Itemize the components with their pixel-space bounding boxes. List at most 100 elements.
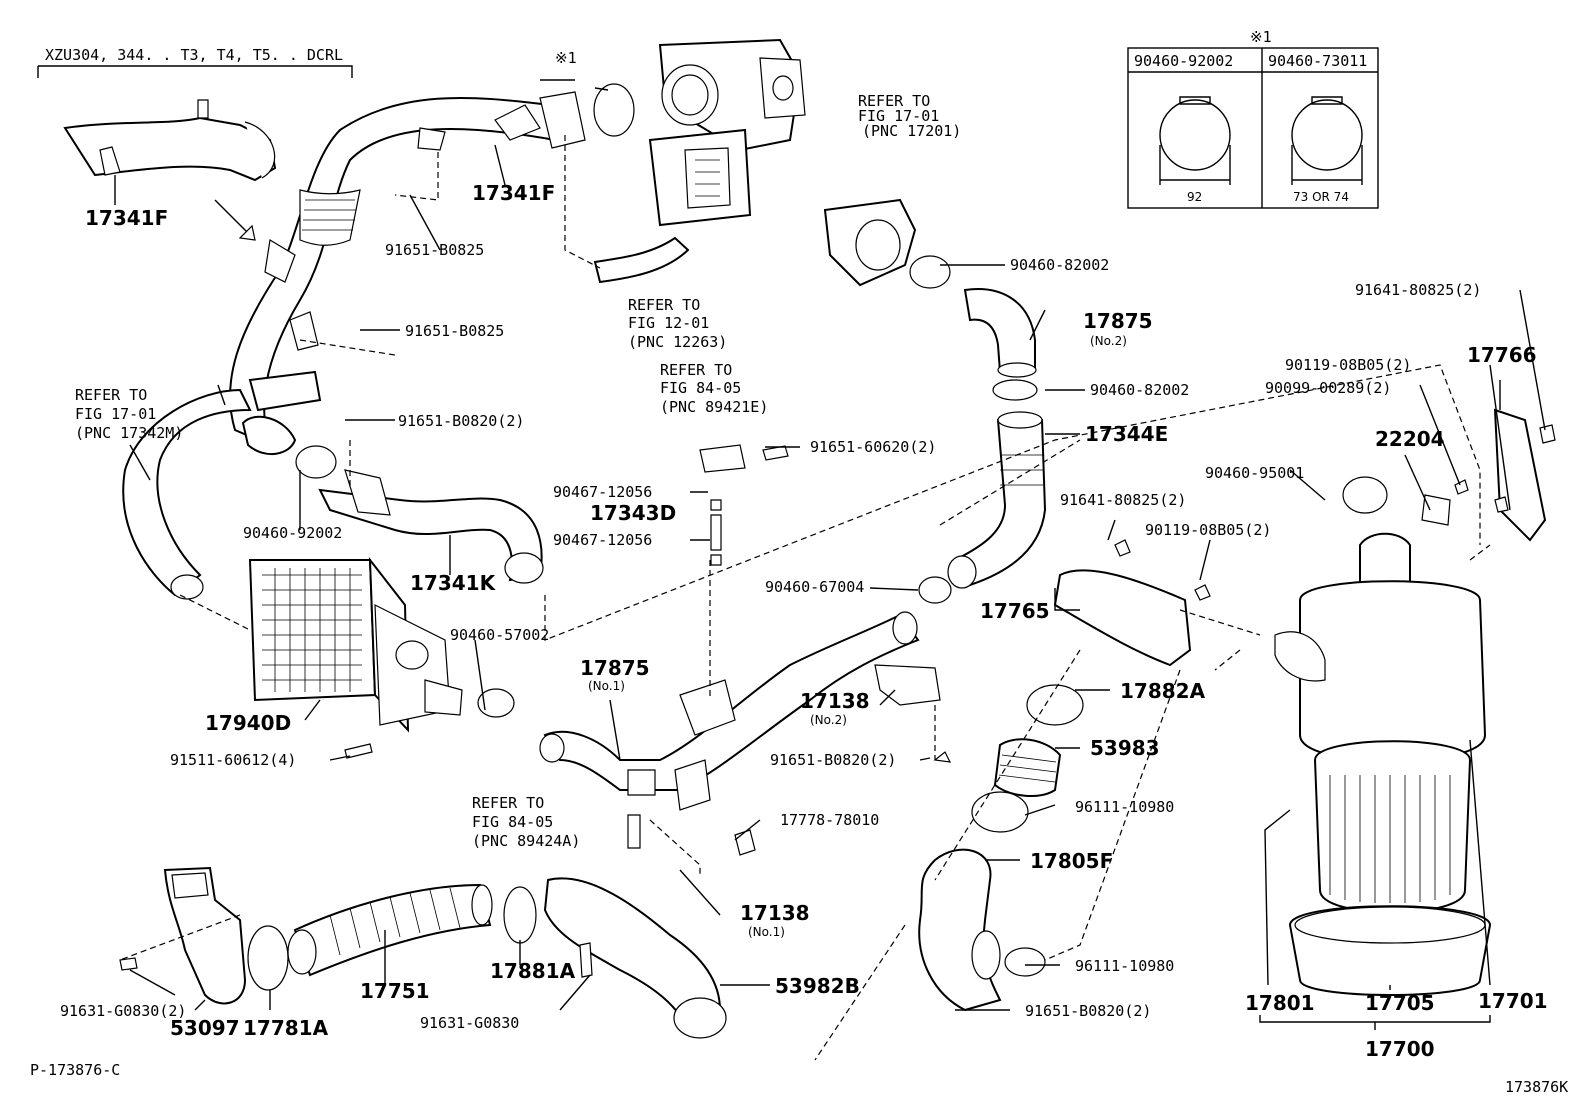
clamp-table-marker: ※1	[1250, 28, 1272, 46]
refer-89424a-line1: REFER TO	[472, 794, 544, 812]
pipe-bracket	[99, 146, 121, 176]
intercooler-17940d	[248, 556, 463, 733]
label-90460-95001: 90460-95001	[1205, 464, 1304, 482]
refer-17201-line1: REFER TO	[858, 92, 930, 110]
label-90460-82002-b: 90460-82002	[1090, 381, 1189, 399]
label-91641-b: 91641-80825(2)	[1060, 491, 1186, 509]
label-17138-no1: 17138	[740, 901, 810, 925]
model-bracket	[37, 65, 353, 78]
label-17781a: 17781A	[243, 1016, 329, 1040]
refer-17342m-line3: (PNC 17342M)	[75, 424, 183, 442]
label-91641-a: 91641-80825(2)	[1355, 281, 1481, 299]
hose-12263	[593, 236, 690, 284]
label-91511: 91511-60612(4)	[170, 751, 296, 769]
refer-12263-line3: (PNC 12263)	[628, 333, 727, 351]
clamp-90460-67004	[918, 576, 952, 604]
label-91651-b0825-b: 91651-B0825	[405, 322, 504, 340]
label-90460-67004: 90460-67004	[765, 578, 864, 596]
air-cleaner-17700	[1274, 532, 1492, 996]
bracket-17766	[1493, 408, 1547, 542]
refer-89421e-line3: (PNC 89421E)	[660, 398, 768, 416]
label-17765: 17765	[980, 599, 1050, 623]
bracket-17765	[1053, 569, 1192, 667]
bracket-17138-no2	[874, 664, 941, 706]
clamp-96111-upper	[971, 791, 1029, 833]
label-17766: 17766	[1467, 343, 1537, 367]
label-90099: 90099-00289(2)	[1265, 379, 1391, 397]
guide-lines	[119, 135, 1491, 1061]
refer-17342m-line2: FIG 17-01	[75, 405, 156, 423]
refer-89424a: REFER TO FIG 84-05 (PNC 89424A)	[472, 794, 580, 850]
hose-53983	[993, 738, 1062, 797]
hose-17751	[293, 883, 492, 977]
clamp-size-1: 92	[1187, 190, 1202, 204]
label-17138-no2: 17138	[800, 689, 870, 713]
intake-pipe-17341f-left	[63, 116, 277, 182]
label-17875-no1: 17875	[580, 656, 650, 680]
label-17875-no2: 17875	[1083, 309, 1153, 333]
label-90467-b: 90467-12056	[553, 531, 652, 549]
label-17341k: 17341K	[410, 571, 497, 595]
label-marker-1: ※1	[555, 49, 577, 67]
label-17805f: 17805F	[1030, 849, 1113, 873]
clamp-17881a	[503, 886, 537, 944]
label-53982b: 53982B	[775, 974, 860, 998]
label-90460-82002-a: 90460-82002	[1010, 256, 1109, 274]
refer-12263: REFER TO FIG 12-01 (PNC 12263)	[628, 296, 727, 351]
label-91651-b0825-a: 91651-B0825	[385, 241, 484, 259]
clamp-90460-92002	[295, 445, 337, 479]
refer-17201-line3: (PNC 17201)	[862, 122, 961, 140]
duct-17805f	[918, 848, 1002, 1012]
label-17138-no2-sub: (No.2)	[810, 713, 847, 727]
clamp-17781a	[247, 925, 289, 991]
refer-12263-line1: REFER TO	[628, 296, 700, 314]
label-96111-a: 96111-10980	[1075, 798, 1174, 816]
label-90119-a: 90119-08B05(2)	[1285, 356, 1411, 374]
label-17341f-left: 17341F	[85, 206, 168, 230]
label-17344e: 17344E	[1085, 422, 1168, 446]
label-91631-a: 91631-G0830(2)	[60, 1002, 186, 1020]
clamp-90460-95001	[1342, 476, 1388, 514]
label-17778-78010: 17778-78010	[780, 811, 879, 829]
duct-53097	[163, 866, 247, 1005]
label-17881a: 17881A	[490, 959, 576, 983]
label-17341f-right: 17341F	[472, 181, 555, 205]
refer-89421e: REFER TO FIG 84-05 (PNC 89421E)	[660, 361, 768, 416]
label-22204: 22204	[1375, 427, 1445, 451]
label-91651-60620: 91651-60620(2)	[810, 438, 936, 456]
label-90460-57002: 90460-57002	[450, 626, 549, 644]
refer-89424a-line2: FIG 84-05	[472, 813, 553, 831]
label-90119-b: 90119-08B05(2)	[1145, 521, 1271, 539]
clamp-part-1: 90460-92002	[1134, 52, 1233, 70]
label-53097: 53097	[170, 1016, 240, 1040]
label-96111-b: 96111-10980	[1075, 957, 1174, 975]
clamp-17882a	[1026, 684, 1084, 726]
label-91631-b: 91631-G0830	[420, 1014, 519, 1032]
label-17701: 17701	[1478, 989, 1548, 1013]
clamp-marker-1	[593, 83, 635, 137]
refer-89421e-line2: FIG 84-05	[660, 379, 741, 397]
figure-id: 173876K	[1505, 1078, 1568, 1096]
refer-17342m: REFER TO FIG 17-01 (PNC 17342M)	[75, 386, 183, 442]
clamp-90460-82002-bottom	[992, 379, 1038, 401]
label-17801: 17801	[1245, 991, 1315, 1015]
label-91651-b0820-c: 91651-B0820(2)	[1025, 1002, 1151, 1020]
label-17875-no1-sub: (No.1)	[588, 679, 625, 693]
label-91651-b0820-b: 91651-B0820(2)	[770, 751, 896, 769]
clamp-table: ※1 90460-92002 90460-73011 92 73 OR 74	[1127, 28, 1379, 209]
clamp-96111-lower	[1004, 947, 1046, 977]
label-17138-no1-sub: (No.1)	[748, 925, 785, 939]
page-code: P-173876-C	[30, 1061, 120, 1079]
clamp-90460-82002-top	[909, 255, 951, 289]
refer-12263-line2: FIG 12-01	[628, 314, 709, 332]
clamp-90460-57002	[477, 688, 515, 718]
refer-17201-line2: FIG 17-01	[858, 107, 939, 125]
leader-lines	[114, 79, 1546, 1030]
bolt-91511	[344, 743, 373, 759]
refer-17342m-line1: REFER TO	[75, 386, 147, 404]
label-17700: 17700	[1365, 1037, 1435, 1061]
refer-89421e-line1: REFER TO	[660, 361, 732, 379]
label-17705: 17705	[1365, 991, 1435, 1015]
label-17751: 17751	[360, 979, 430, 1003]
